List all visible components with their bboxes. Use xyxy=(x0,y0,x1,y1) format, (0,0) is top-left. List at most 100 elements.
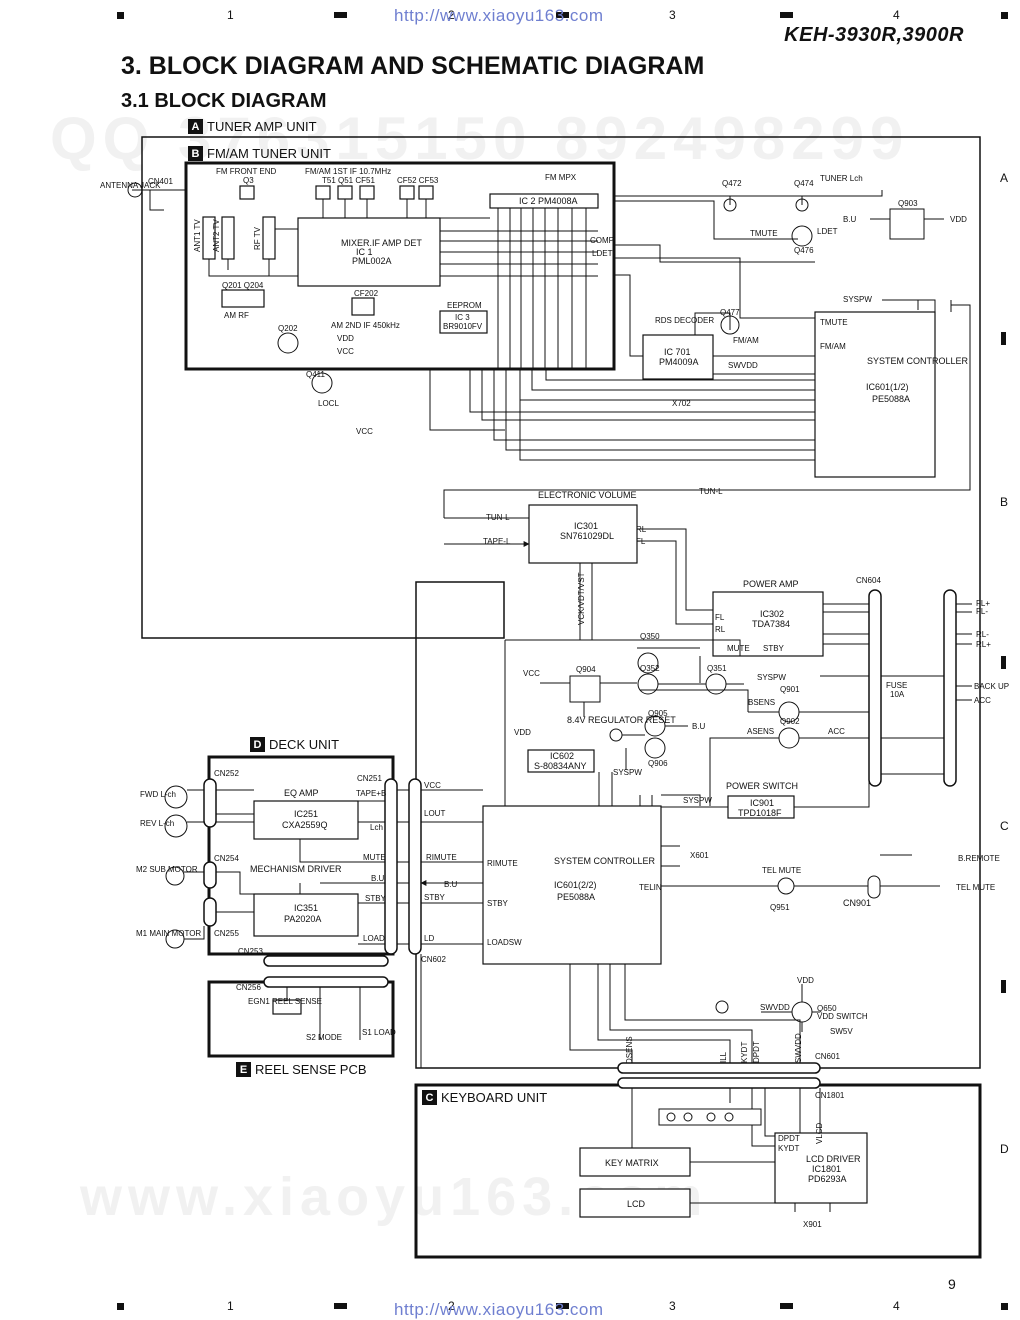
svg-text:Q906: Q906 xyxy=(648,759,668,768)
svg-text:AM RF: AM RF xyxy=(224,311,249,320)
svg-text:TPD1018F: TPD1018F xyxy=(738,808,782,818)
svg-text:Q411: Q411 xyxy=(306,370,326,379)
svg-text:VDD: VDD xyxy=(797,976,814,985)
svg-text:POWER AMP: POWER AMP xyxy=(743,579,799,589)
svg-text:CN601: CN601 xyxy=(815,1052,840,1061)
source-url: http://www.xiaoyu163.com xyxy=(394,6,604,25)
svg-text:CN252: CN252 xyxy=(214,769,239,778)
cn253-connector xyxy=(263,955,389,967)
svg-text:10A: 10A xyxy=(890,690,905,699)
subsection-title: 3.1 BLOCK DIAGRAM xyxy=(121,90,327,112)
svg-text:SYSTEM CONTROLLER: SYSTEM CONTROLLER xyxy=(554,856,656,866)
ic302-block xyxy=(712,591,824,657)
svg-text:VCK/VDT/VST: VCK/VDT/VST xyxy=(577,572,586,625)
svg-text:RL: RL xyxy=(715,625,726,634)
svg-text:TEL MUTE: TEL MUTE xyxy=(956,883,995,892)
svg-text:VCC: VCC xyxy=(356,427,373,436)
svg-text:VCC: VCC xyxy=(424,781,441,790)
svg-text:BR9010FV: BR9010FV xyxy=(443,322,483,331)
svg-text:TMUTE: TMUTE xyxy=(820,318,848,327)
svg-text:DPDT: DPDT xyxy=(778,1134,800,1143)
svg-text:EEPROM: EEPROM xyxy=(447,301,482,310)
svg-text:BACK UP: BACK UP xyxy=(974,682,1009,691)
svg-text:LOCL: LOCL xyxy=(318,399,339,408)
svg-text:SYSPW: SYSPW xyxy=(757,673,786,682)
svg-text:LCD DRIVER: LCD DRIVER xyxy=(806,1154,861,1164)
svg-text:B.U: B.U xyxy=(843,215,857,224)
cn602-connector xyxy=(408,778,422,955)
svg-text:FL+: FL+ xyxy=(976,599,990,608)
svg-text:RL-: RL- xyxy=(976,630,989,639)
svg-text:SN761029DL: SN761029DL xyxy=(560,531,614,541)
svg-text:RL: RL xyxy=(636,525,647,534)
svg-text:IC302: IC302 xyxy=(760,609,784,619)
svg-text:Q474: Q474 xyxy=(794,179,814,188)
svg-text:CN602: CN602 xyxy=(421,955,446,964)
svg-text:ANT1 TV: ANT1 TV xyxy=(193,219,202,252)
svg-text:Q902: Q902 xyxy=(780,717,800,726)
svg-text:PA2020A: PA2020A xyxy=(284,914,321,924)
svg-text:Q351: Q351 xyxy=(707,664,727,673)
svg-text:ACC: ACC xyxy=(828,727,845,736)
svg-text:FL: FL xyxy=(715,613,725,622)
svg-text:TMUTE: TMUTE xyxy=(750,229,778,238)
svg-text:LOADSW: LOADSW xyxy=(487,938,522,947)
svg-text:VLCD: VLCD xyxy=(815,1122,824,1144)
svg-text:SYSPW: SYSPW xyxy=(613,768,642,777)
grid-number: 4 xyxy=(893,8,900,22)
q201-block xyxy=(221,289,265,308)
ic1-block xyxy=(297,217,441,287)
svg-text:Q3: Q3 xyxy=(243,176,254,185)
cn254-connector xyxy=(203,861,217,889)
svg-text:RL+: RL+ xyxy=(976,640,991,649)
svg-text:FM FRONT END: FM FRONT END xyxy=(216,167,277,176)
cn604b-connector xyxy=(943,589,957,787)
cn255-connector xyxy=(203,897,217,927)
registration-mark xyxy=(1001,12,1008,19)
svg-text:VDD: VDD xyxy=(950,215,967,224)
svg-text:T51 Q51 CF51: T51 Q51 CF51 xyxy=(322,176,375,185)
svg-text:Q903: Q903 xyxy=(898,199,918,208)
svg-text:ASENS: ASENS xyxy=(747,727,774,736)
svg-text:IC601(2/2): IC601(2/2) xyxy=(554,880,597,890)
cn601-connector xyxy=(617,1062,821,1074)
svg-text:SWVDD: SWVDD xyxy=(794,1033,803,1063)
svg-text:CN254: CN254 xyxy=(214,854,239,863)
svg-text:AM 2ND IF 450kHz: AM 2ND IF 450kHz xyxy=(331,321,400,330)
svg-text:MIXER.IF AMP DET: MIXER.IF AMP DET xyxy=(341,238,422,248)
svg-text:ELECTRONIC VOLUME: ELECTRONIC VOLUME xyxy=(538,490,637,500)
svg-text:VDD: VDD xyxy=(514,728,531,737)
section-title: 3. BLOCK DIAGRAM AND SCHEMATIC DIAGRAM xyxy=(121,52,705,80)
svg-text:M2 SUB MOTOR: M2 SUB MOTOR xyxy=(136,865,198,874)
svg-text:REV L-ch: REV L-ch xyxy=(140,819,174,828)
svg-text:KEY MATRIX: KEY MATRIX xyxy=(605,1158,659,1168)
svg-text:DPDT: DPDT xyxy=(752,1041,761,1063)
svg-text:S1 LOAD: S1 LOAD xyxy=(362,1028,396,1037)
ic601b-block xyxy=(482,805,662,965)
model-number: KEH-3930R,3900R xyxy=(784,24,964,46)
svg-text:Q901: Q901 xyxy=(780,685,800,694)
svg-text:IC901: IC901 xyxy=(750,798,774,808)
cn604-connector xyxy=(868,589,882,787)
svg-text:TELIN: TELIN xyxy=(639,883,662,892)
svg-text:VDD: VDD xyxy=(337,334,354,343)
grid-number: 3 xyxy=(669,8,676,22)
svg-text:Q951: Q951 xyxy=(770,903,790,912)
ic701-block xyxy=(642,334,714,380)
svg-text:Q477: Q477 xyxy=(720,308,740,317)
svg-text:S2 MODE: S2 MODE xyxy=(306,1033,342,1042)
svg-text:LCD: LCD xyxy=(627,1199,646,1209)
svg-text:LOAD: LOAD xyxy=(363,934,385,943)
svg-text:STBY: STBY xyxy=(763,644,785,653)
registration-mark xyxy=(1001,980,1006,993)
registration-mark xyxy=(117,12,124,19)
svg-text:LDET: LDET xyxy=(817,227,838,236)
svg-text:TUNER Lch: TUNER Lch xyxy=(820,174,863,183)
svg-text:EGN1 REEL SENSE: EGN1 REEL SENSE xyxy=(248,997,322,1006)
svg-text:CF202: CF202 xyxy=(354,289,379,298)
svg-text:PE5088A: PE5088A xyxy=(557,892,595,902)
svg-text:PM4009A: PM4009A xyxy=(659,357,699,367)
registration-mark xyxy=(556,12,569,18)
